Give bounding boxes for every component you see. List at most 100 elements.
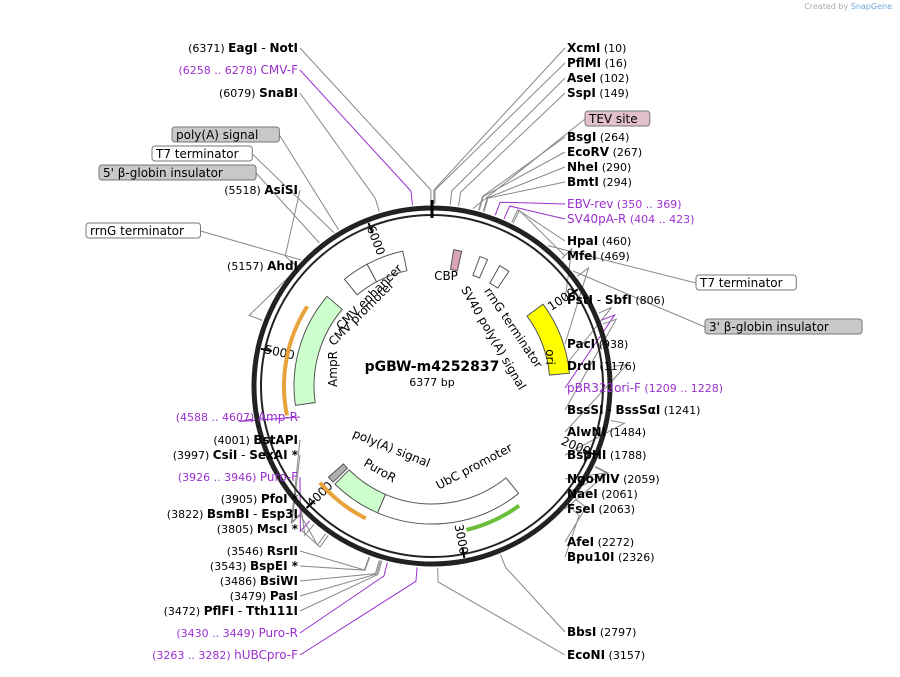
- site-position: (3430 .. 3449): [176, 627, 258, 640]
- site-position: (4001): [213, 434, 253, 447]
- site-label[interactable]: (3543) BspEI *: [210, 559, 299, 573]
- site-name: AsiSI: [264, 183, 298, 197]
- site-name: EcoNI: [567, 648, 605, 662]
- tick-mark: [582, 448, 594, 456]
- site-position: (3805): [217, 523, 257, 536]
- site-name: PflFI: [204, 604, 234, 618]
- site-name2: SbfI: [605, 293, 632, 307]
- feature-ubc-promoter[interactable]: [376, 477, 520, 525]
- site-name: Bpu10I: [567, 550, 614, 564]
- feature-ori[interactable]: [526, 303, 570, 376]
- site-label[interactable]: (6371) EagI - NotI: [188, 41, 298, 55]
- site-name2: SexAI *: [249, 448, 298, 462]
- site-label[interactable]: DrdI (1176): [567, 359, 636, 373]
- site-label[interactable]: (6079) SnaBI: [219, 86, 298, 100]
- site-position: (404 .. 423): [626, 213, 694, 226]
- tick-mark: [305, 499, 316, 509]
- tick-mark: [367, 222, 374, 234]
- site-position: (1484): [606, 426, 646, 439]
- site-sep: -: [604, 403, 616, 417]
- site-label[interactable]: Bpu10I (2326): [567, 550, 655, 564]
- site-label[interactable]: (5157) AhdI: [227, 259, 298, 273]
- site-label[interactable]: (3546) RsrII: [227, 544, 298, 558]
- feature-ampr[interactable]: [293, 295, 343, 406]
- site-label[interactable]: FseI (2063): [567, 502, 635, 516]
- site-label[interactable]: (4001) BstAPI: [213, 433, 298, 447]
- site-position: (10): [600, 42, 626, 55]
- feature-sv40-poly-a-signal[interactable]: [489, 265, 510, 289]
- leader-line: [564, 318, 618, 411]
- site-label[interactable]: (3926 .. 3946) Puro-F: [178, 470, 298, 484]
- leader-line: [511, 209, 566, 242]
- site-position: (2272): [594, 536, 634, 549]
- feature-box-label[interactable]: 3' β-globin insulator: [709, 320, 829, 334]
- site-position: (6258 .. 6278): [178, 64, 260, 77]
- feature-box-label[interactable]: T7 terminator: [155, 147, 239, 161]
- site-label[interactable]: pBR322ori-F (1209 .. 1228): [567, 381, 723, 395]
- feature-box-label[interactable]: TEV site: [588, 112, 638, 126]
- site-position: (290): [598, 161, 631, 174]
- feature-rrng-terminator[interactable]: [472, 255, 489, 279]
- site-label[interactable]: BmtI (294): [567, 175, 632, 189]
- feature-cmv-promoter[interactable]: [343, 263, 378, 296]
- feature-box-label[interactable]: poly(A) signal: [176, 128, 258, 142]
- site-label[interactable]: AfeI (2272): [567, 535, 634, 549]
- site-label[interactable]: NgoMIV (2059): [567, 472, 660, 486]
- site-name: HpaI: [567, 234, 598, 248]
- feature-puror[interactable]: [334, 469, 387, 514]
- site-name: PacI: [567, 337, 595, 351]
- site-label[interactable]: MfeI (469): [567, 249, 630, 263]
- site-label[interactable]: SV40pA-R (404 .. 423): [567, 212, 694, 226]
- site-label[interactable]: (3822) BsmBI - Esp3I: [167, 507, 298, 521]
- site-position: (16): [601, 57, 627, 70]
- feature-box-label[interactable]: rrnG terminator: [90, 224, 184, 238]
- site-label[interactable]: (5518) AsiSI: [224, 183, 298, 197]
- site-label[interactable]: EcoRV (267): [567, 145, 642, 159]
- site-label[interactable]: (3997) CsiI - SexAI *: [173, 448, 299, 462]
- leader-line: [564, 420, 626, 456]
- site-label[interactable]: HpaI (460): [567, 234, 631, 248]
- site-label[interactable]: PacI (938): [567, 337, 628, 351]
- site-label[interactable]: (3905) PfoI *: [221, 492, 299, 506]
- leader-line: [437, 567, 566, 656]
- feature-box-label[interactable]: 5' β-globin insulator: [103, 166, 223, 180]
- site-label[interactable]: BbsI (2797): [567, 625, 636, 639]
- site-position: (3472): [164, 605, 204, 618]
- feature-box: [98, 164, 257, 181]
- site-label[interactable]: PflMI (16): [567, 56, 627, 70]
- feature-cmv-enhancer[interactable]: [366, 250, 408, 283]
- site-label[interactable]: BspHI (1788): [567, 448, 646, 462]
- feature-poly-a-signal[interactable]: [327, 463, 349, 483]
- credit-prefix: Created by: [804, 2, 849, 11]
- site-position: (2063): [595, 503, 635, 516]
- primer-arc-ubc: [465, 504, 521, 532]
- site-label[interactable]: SspI (149): [567, 86, 629, 100]
- site-label[interactable]: (3430 .. 3449) Puro-R: [176, 626, 298, 640]
- leader-line: [572, 270, 706, 328]
- site-label[interactable]: EBV-rev (350 .. 369): [567, 197, 682, 211]
- site-label[interactable]: (3479) PasI: [230, 589, 298, 603]
- feature-box-label[interactable]: T7 terminator: [699, 276, 783, 290]
- site-name2: NotI: [270, 41, 299, 55]
- site-label[interactable]: NheI (290): [567, 160, 631, 174]
- site-name: BsiWI: [260, 574, 298, 588]
- site-label[interactable]: BssSI - BssSαI (1241): [567, 403, 700, 417]
- site-label[interactable]: (6258 .. 6278) CMV-F: [178, 63, 298, 77]
- site-label[interactable]: NaeI (2061): [567, 487, 638, 501]
- site-label[interactable]: EcoNI (3157): [567, 648, 645, 662]
- site-label[interactable]: PstI - SbfI (806): [567, 293, 665, 307]
- site-label[interactable]: XcmI (10): [567, 41, 626, 55]
- site-label[interactable]: AseI (102): [567, 71, 629, 85]
- site-label[interactable]: (3472) PflFI - Tth111I: [164, 604, 298, 618]
- site-position: (5518): [224, 184, 264, 197]
- site-label[interactable]: BsgI (264): [567, 130, 629, 144]
- site-label[interactable]: AlwNI (1484): [567, 425, 646, 439]
- site-label[interactable]: (3805) MscI *: [217, 522, 299, 536]
- feature-cbp[interactable]: [449, 249, 463, 272]
- site-label[interactable]: (3486) BsiWI: [220, 574, 298, 588]
- site-name2: Tth111I: [246, 604, 298, 618]
- site-label[interactable]: (4588 .. 4607) Amp-R: [176, 410, 298, 424]
- site-position: (3486): [220, 575, 260, 588]
- site-label[interactable]: (3263 .. 3282) hUBCpro-F: [152, 648, 298, 662]
